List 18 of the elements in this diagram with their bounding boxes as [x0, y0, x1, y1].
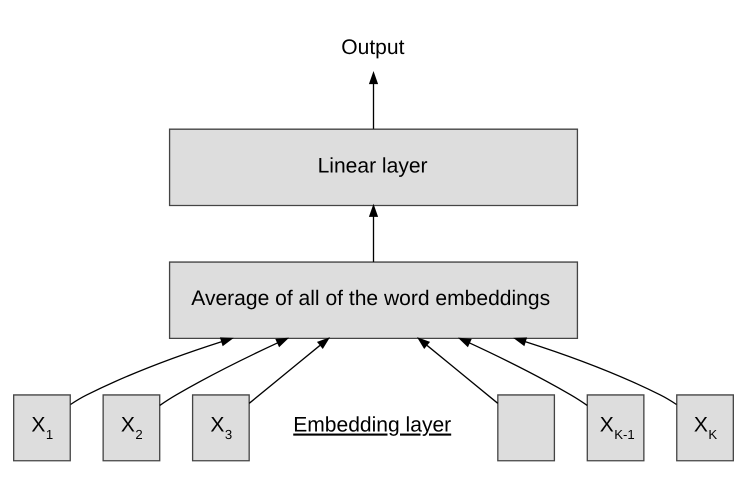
arrow: [159, 338, 290, 406]
node-box: X$_{1}$: [13, 394, 71, 462]
label: Embedding layer: [293, 414, 452, 437]
node-box: [497, 394, 556, 462]
node-box: X$_{3}$: [192, 394, 250, 462]
node-box: X$_{K-1}$: [586, 394, 645, 462]
arrow: [368, 70, 378, 129]
arrow: [458, 338, 588, 406]
node-box: Average of all of the word embeddings: [168, 261, 578, 340]
arrow: [368, 204, 378, 262]
node-box: Linear layer: [168, 128, 578, 206]
node-box: X$_{2}$: [102, 394, 160, 462]
arrow: [70, 337, 234, 406]
arrow: [513, 337, 677, 406]
arrow: [248, 337, 330, 404]
arrow: [416, 337, 498, 404]
node-box: X$_{K}$: [676, 394, 734, 462]
node-text: Output: [341, 36, 404, 59]
